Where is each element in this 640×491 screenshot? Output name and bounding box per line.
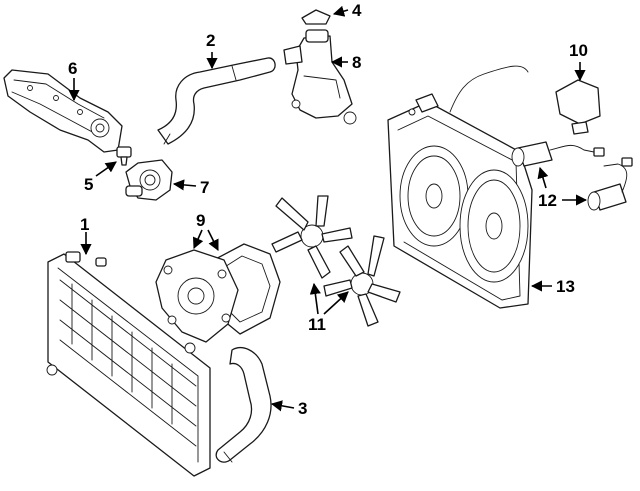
callout-11: 11 [308,315,326,334]
callout-10: 10 [569,41,588,60]
leader-lines [68,5,588,412]
part-7-housing [125,159,173,201]
part-8-outlet [283,29,357,125]
callout-labels: 1 2 3 4 5 6 7 8 9 10 11 12 13 [68,1,588,418]
part-2-hose [157,57,276,145]
part-9-water-pump [155,243,281,343]
callout-2: 2 [206,31,215,50]
part-1-radiator [46,251,211,477]
callout-13: 13 [556,277,575,296]
callout-1: 1 [80,215,89,234]
callout-12: 12 [538,191,557,210]
callout-6: 6 [68,59,77,78]
callout-4: 4 [352,1,362,20]
part-5-sensor [116,146,132,166]
part-6-housing [3,69,123,153]
callout-3: 3 [298,399,307,418]
callout-8: 8 [352,53,361,72]
part-12-motor-upper [511,141,605,167]
part-4-cap [301,9,331,25]
part-11-fan-upper [271,195,353,279]
part-10-relay [555,79,601,135]
callout-7: 7 [200,178,209,197]
part-11-fan-lower [323,235,401,327]
part-3-hose [215,347,272,463]
part-13-fan-shroud [387,65,533,309]
part-12-motor-lower [587,157,633,211]
callout-9: 9 [196,211,205,230]
callout-5: 5 [84,175,93,194]
